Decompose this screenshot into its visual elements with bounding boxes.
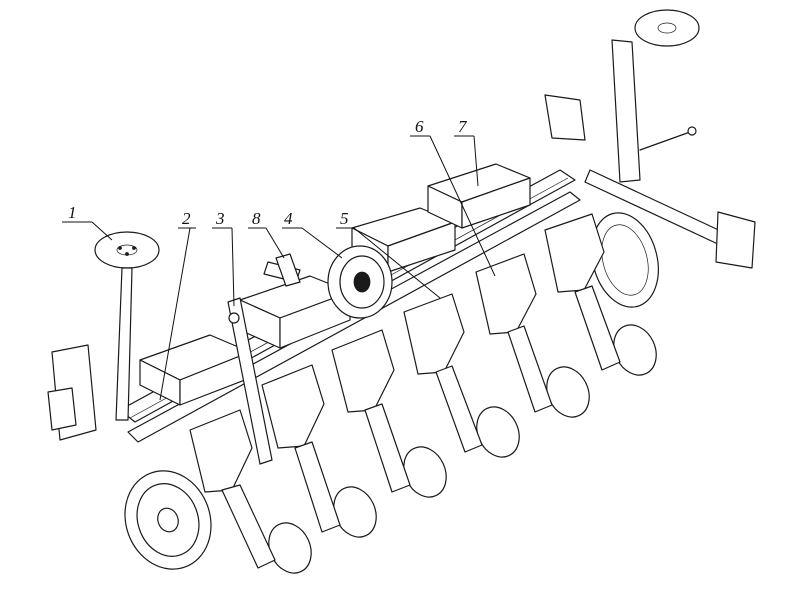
unit-shanks [221, 285, 621, 569]
right-marker-disc [634, 9, 700, 47]
callout-8: 8 [248, 209, 285, 259]
drive-shaft [275, 253, 301, 287]
callout-5-label: 5 [340, 209, 349, 228]
callouts: 1 2 3 8 4 5 6 [62, 117, 496, 401]
callout-5: 5 [336, 209, 441, 299]
callout-2: 2 [159, 209, 196, 401]
left-side-frame [47, 344, 97, 441]
callout-2-label: 2 [182, 209, 191, 228]
fertilizer-hoppers [139, 163, 531, 406]
seed-hoppers [189, 213, 605, 493]
callout-3-label: 3 [215, 209, 225, 228]
callout-4: 4 [282, 209, 343, 259]
callout-7-label: 7 [458, 117, 468, 136]
callout-3: 3 [212, 209, 235, 307]
vacuum-fan [263, 245, 393, 319]
lift-post [227, 297, 273, 465]
callout-8-label: 8 [252, 209, 261, 228]
callout-4-label: 4 [284, 209, 293, 228]
callout-1-label: 1 [68, 203, 77, 222]
left-drive-wheel [124, 470, 212, 570]
callout-6-label: 6 [415, 117, 424, 136]
callout-7: 7 [454, 117, 479, 187]
callout-6: 6 [410, 117, 496, 277]
hitch-linkage [544, 39, 756, 269]
press-wheels [268, 324, 657, 574]
left-marker-disc [94, 231, 160, 421]
callout-1: 1 [62, 203, 113, 241]
